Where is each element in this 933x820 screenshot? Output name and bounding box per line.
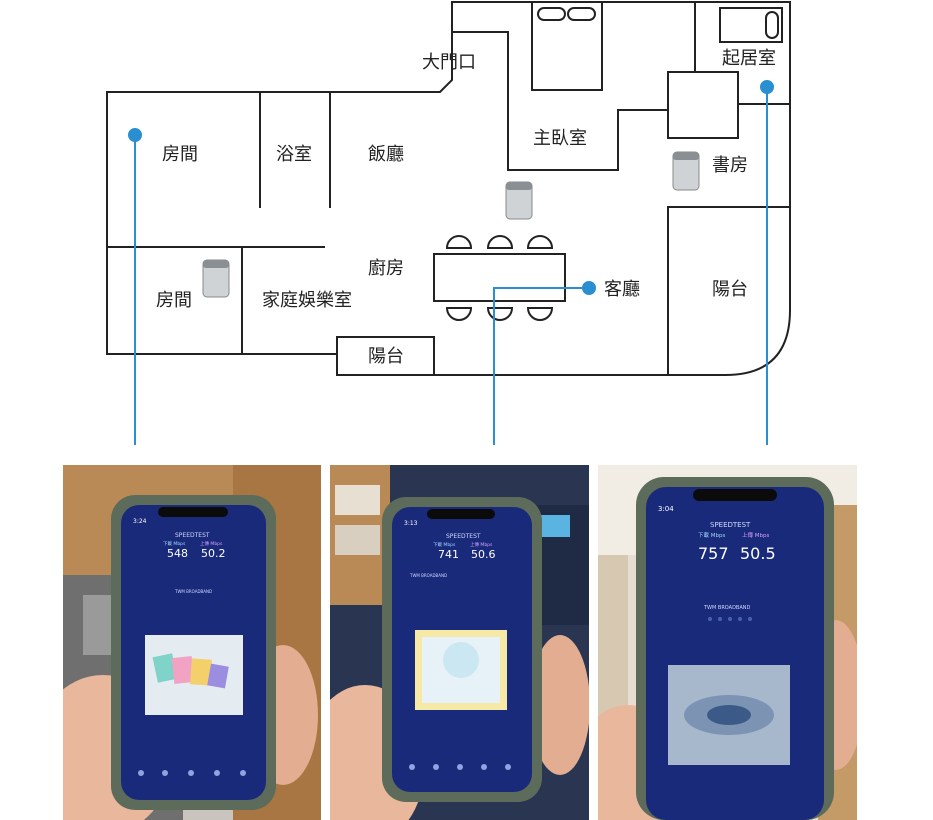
isp-name: TWM BROADBAND <box>174 589 212 594</box>
phone-time: 3:04 <box>658 505 674 513</box>
download-speed: 757 <box>698 544 729 563</box>
sofa <box>719 7 783 43</box>
label-entrance: 大門口 <box>422 52 476 73</box>
download-speed: 548 <box>167 547 188 560</box>
label-bedroom-lower: 房間 <box>156 290 192 311</box>
label-balcony-bottom: 陽台 <box>368 346 404 367</box>
speedtest-logo: SPEEDTEST <box>175 532 210 539</box>
download-label: 下載 Mbps <box>163 540 186 547</box>
phone-time: 3:13 <box>404 520 418 527</box>
label-dining-room: 飯廳 <box>368 144 404 165</box>
isp-name: TWM BROADBAND <box>703 605 751 611</box>
marker-living-room <box>493 281 596 445</box>
speedtest-logo: SPEEDTEST <box>446 533 481 540</box>
phone-time: 3:24 <box>133 518 147 525</box>
label-kitchen: 廚房 <box>368 257 404 279</box>
walls <box>106 1 791 376</box>
speedtest-logo: SPEEDTEST <box>710 521 751 529</box>
speedtest-photo-bedroom: 3:24 SPEEDTEST 下載 Mbps 上傳 Mbps 548 50.2 … <box>63 465 321 820</box>
desk <box>667 71 739 139</box>
upload-label: 上傳 Mbps <box>742 531 769 539</box>
upload-speed: 50.6 <box>471 548 496 561</box>
label-bathroom: 浴室 <box>276 144 312 165</box>
floor-plan: 大門口 主臥室 起居室 房間 浴室 飯廳 書房 廚房 房間 家庭娛樂室 陽台 客… <box>106 1 791 445</box>
download-speed: 741 <box>438 548 459 561</box>
download-label: 下載 Mbps <box>433 541 456 548</box>
isp-name: TWM BROADBAND <box>409 573 447 578</box>
speedtest-photo-living-room: 3:13 SPEEDTEST 下載 Mbps 上傳 Mbps 741 50.6 … <box>330 465 589 820</box>
label-living-room-upper: 起居室 <box>722 48 776 69</box>
label-balcony-right: 陽台 <box>712 279 748 300</box>
download-label: 下載 Mbps <box>698 531 725 539</box>
bed <box>531 1 603 91</box>
label-bedroom-upper: 房間 <box>162 144 198 165</box>
label-living-room: 客廳 <box>604 279 640 300</box>
speedtest-photo-study: 3:04 SPEEDTEST 下載 Mbps 上傳 Mbps 757 50.5 … <box>598 465 857 820</box>
marker-living-room-upper <box>760 80 774 445</box>
upload-label: 上傳 Mbps <box>200 540 223 547</box>
label-master-bedroom: 主臥室 <box>533 128 587 149</box>
upload-speed: 50.2 <box>201 547 226 560</box>
marker-bedroom <box>128 128 142 445</box>
upload-label: 上傳 Mbps <box>470 541 493 548</box>
dining-table <box>433 235 566 321</box>
label-family-room: 家庭娛樂室 <box>262 290 352 311</box>
upload-speed: 50.5 <box>740 544 776 563</box>
router-icon <box>672 151 700 191</box>
label-study: 書房 <box>712 155 748 176</box>
router-icon <box>505 181 533 220</box>
router-icon <box>202 259 230 298</box>
